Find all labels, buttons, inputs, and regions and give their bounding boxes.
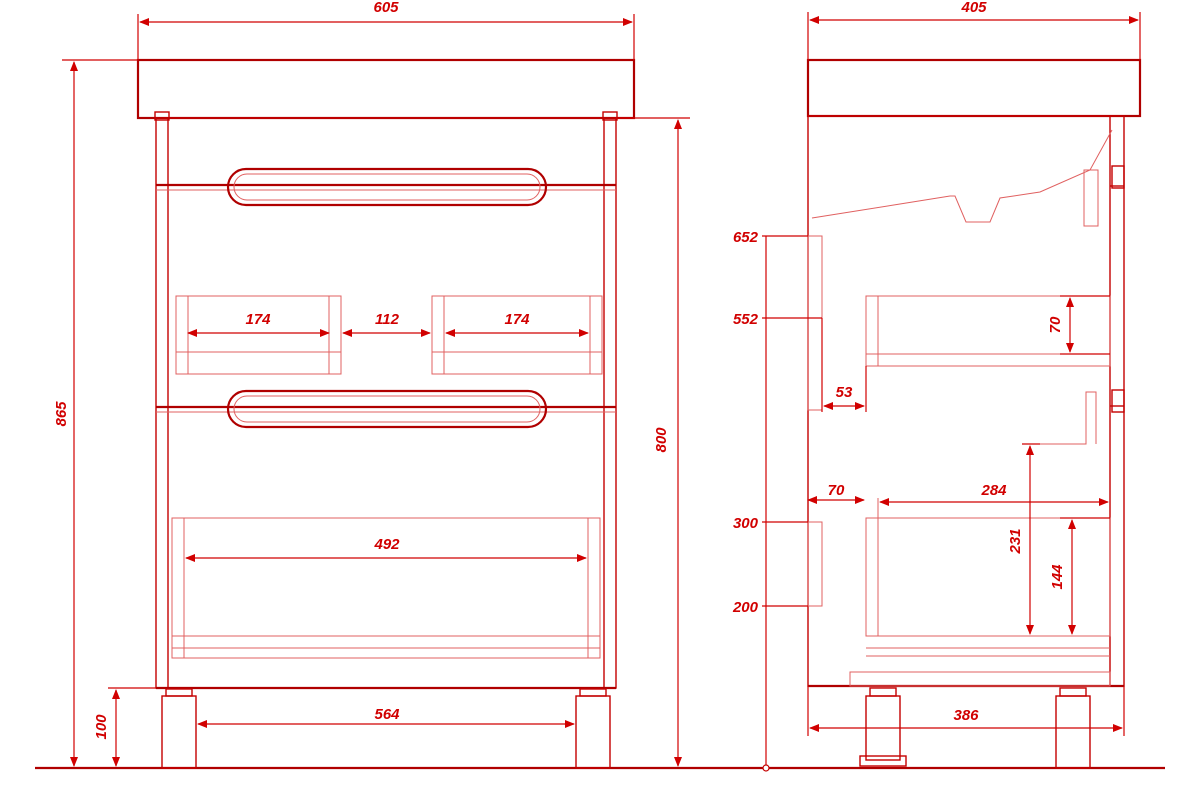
dim-base-depth: 386 [953, 707, 979, 724]
level-652: 652 [733, 229, 759, 246]
front-cabinet-body [155, 117, 617, 689]
dim-lower-offset: 70 [828, 482, 845, 499]
dim-overall-depth: 405 [960, 0, 987, 16]
upper-handle [226, 167, 548, 207]
dim-overall-height: 865 [53, 401, 70, 427]
front-leg-right [575, 695, 611, 769]
side-cabinet-body [807, 115, 1125, 687]
front-inner-drawer-right [431, 295, 603, 375]
lower-handle [226, 389, 548, 429]
side-view: 405 652 552 300 200 70 53 70 284 231 [732, 0, 1142, 772]
dim-leg-height: 100 [93, 714, 110, 740]
front-countertop [136, 58, 636, 120]
front-leg-left [161, 695, 197, 769]
dim-drawer-right-width: 174 [504, 311, 530, 328]
dim-base-width: 564 [374, 706, 400, 723]
level-300: 300 [733, 515, 759, 532]
level-552: 552 [733, 311, 759, 328]
dim-lower-drawer-width: 492 [373, 536, 400, 553]
dim-drawer-gap: 112 [375, 311, 400, 328]
side-leg-front [1055, 695, 1091, 769]
side-countertop [806, 58, 1142, 118]
dim-overall-width: 605 [373, 0, 399, 16]
dim-drawer-depth: 284 [980, 482, 1007, 499]
dim-upper-drawer-height: 70 [1047, 316, 1064, 333]
front-inner-drawer-left [175, 295, 342, 375]
dim-drawer-left-width: 174 [245, 311, 271, 328]
dim-cabinet-height: 800 [653, 427, 670, 453]
dim-lower-drawer-height: 231 [1007, 528, 1024, 554]
side-upper-drawer [865, 295, 1111, 367]
side-lower-drawer [865, 517, 1111, 637]
dim-lower-inner-height: 144 [1049, 564, 1066, 590]
level-200: 200 [732, 599, 759, 616]
dim-upper-offset: 53 [836, 384, 853, 401]
front-view: 605 865 800 174 112 174 492 564 100 [53, 0, 690, 769]
